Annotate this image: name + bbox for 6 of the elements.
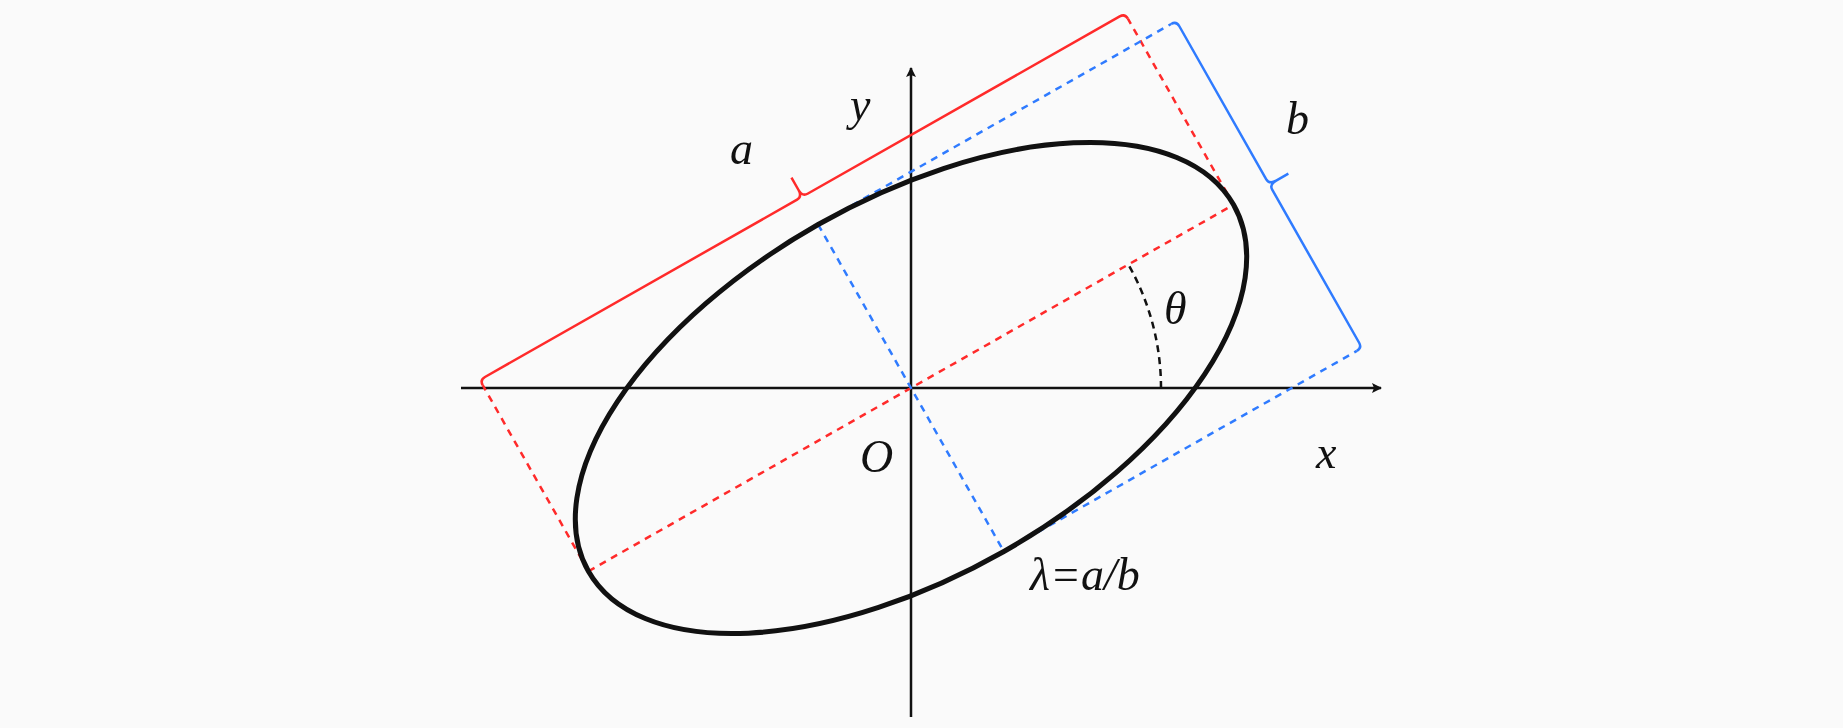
angle-label: θ [1164,286,1187,332]
dimension-label: b [1286,96,1309,142]
dimension-label: a [730,126,753,172]
origin-label: O [860,434,894,480]
axis-label: x [1316,430,1337,476]
formula: λ=a/b [1030,552,1140,598]
